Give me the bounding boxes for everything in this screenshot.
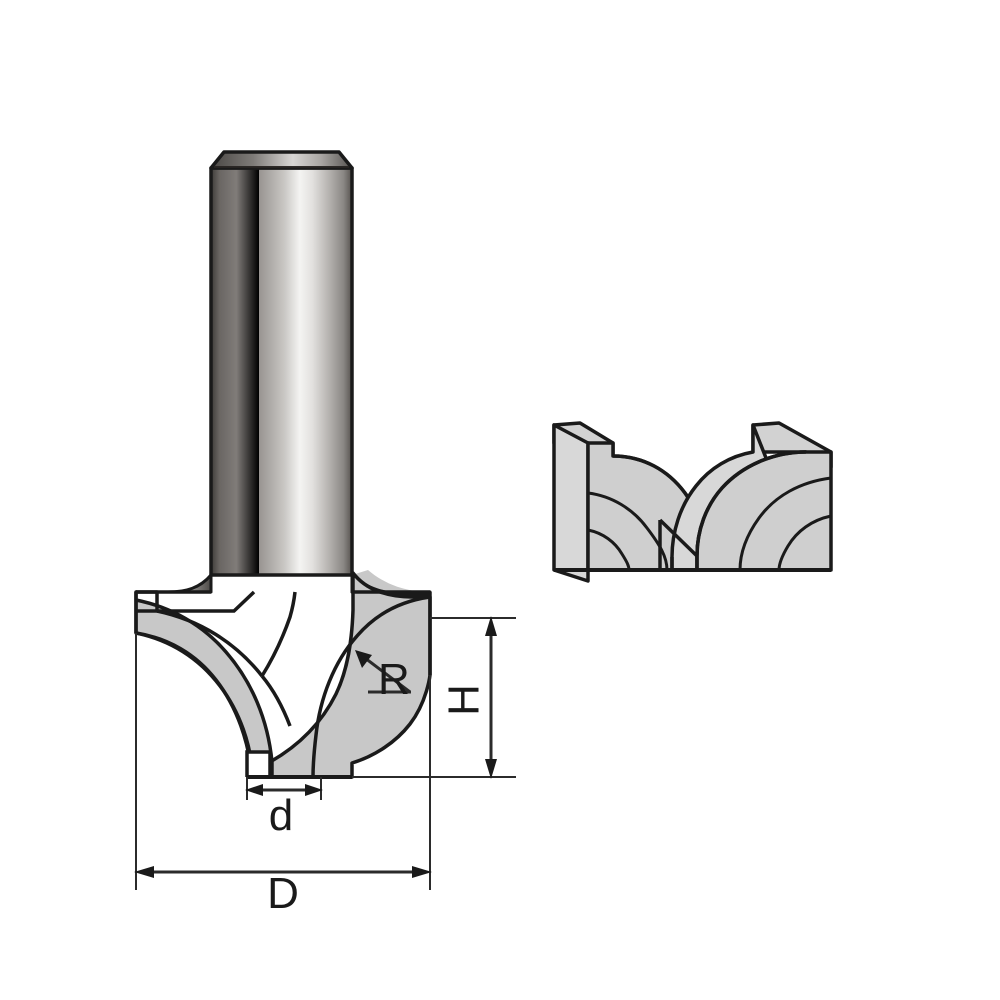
- left-neck-fillet: [134, 573, 213, 594]
- shank-group: [209, 150, 354, 577]
- dimension-lines-group: [134, 616, 516, 890]
- h-arrow-bottom: [485, 759, 497, 779]
- D-arrow-right: [412, 866, 432, 878]
- right-flute-inner-arc: [311, 595, 431, 778]
- shank-top-chamfer: [209, 150, 354, 170]
- wood-right-arc-2: [738, 476, 832, 571]
- dimension-labels-group: R H d D: [267, 655, 489, 918]
- label-R: R: [378, 655, 410, 704]
- wood-right-arc-3: [777, 514, 832, 571]
- wood-left-arc-2: [587, 491, 669, 571]
- center-tip-notch: [245, 750, 272, 777]
- wood-valley-diagonal: [658, 518, 699, 558]
- r-leader-line: [360, 653, 411, 694]
- h-arrow-top: [485, 616, 497, 636]
- label-d: d: [269, 791, 293, 840]
- cutter-head-group: [134, 570, 432, 779]
- wood-left-arc-3: [587, 528, 631, 571]
- d-arrow-right: [305, 784, 323, 796]
- label-H: H: [440, 684, 489, 716]
- left-inner-channel-arc: [135, 631, 255, 778]
- r-leader-arrow: [355, 650, 372, 668]
- d-arrow-left: [245, 784, 263, 796]
- left-facet-diagonal: [156, 609, 264, 678]
- center-facet-right: [260, 674, 292, 727]
- wood-left-side-face: [552, 423, 590, 583]
- wood-right-arc-1: [695, 450, 807, 570]
- right-flute-body: [268, 571, 432, 779]
- label-D: D: [267, 869, 299, 918]
- wood-profile-sample: [552, 421, 833, 583]
- left-wing-top-facet: [157, 590, 256, 613]
- center-facet-left: [260, 591, 297, 677]
- D-arrow-left: [134, 866, 154, 878]
- shank-body: [209, 166, 354, 577]
